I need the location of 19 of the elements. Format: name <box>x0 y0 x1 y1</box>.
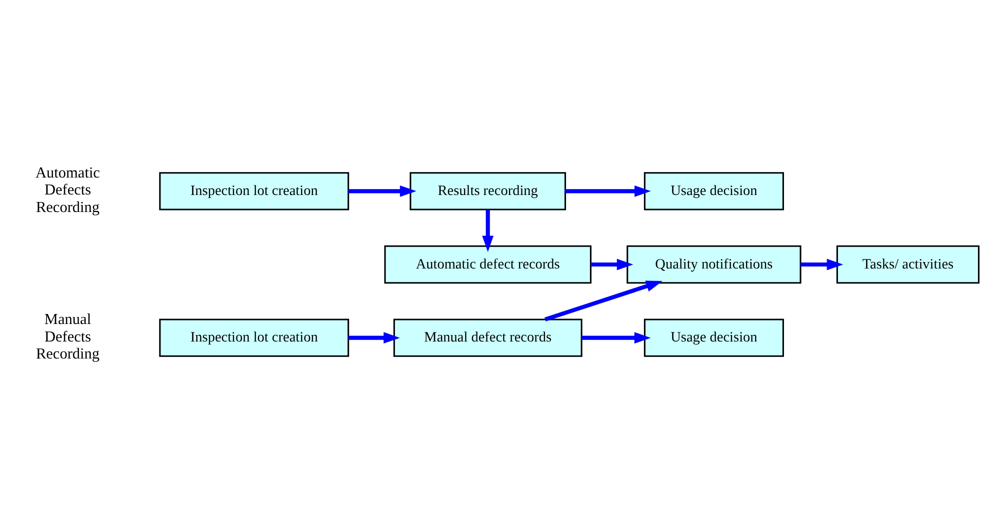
node-box: Results recording <box>410 172 566 210</box>
node-box: Tasks/ activities <box>836 245 980 284</box>
arrow <box>544 280 663 322</box>
arrow <box>800 258 844 270</box>
arrow <box>348 185 416 197</box>
arrow <box>565 185 651 197</box>
arrow <box>590 258 634 270</box>
node-box: Inspection lot creation <box>159 318 350 357</box>
node-box: Usage decision <box>644 172 784 210</box>
node-box: Usage decision <box>644 318 784 357</box>
arrow <box>482 210 494 252</box>
label: Automatic Defects Recording <box>36 164 100 216</box>
arrow <box>582 332 651 344</box>
node-box: Manual defect records <box>393 318 582 357</box>
node-box: Automatic defect records <box>384 245 592 284</box>
node-box: Quality notifications <box>626 245 802 284</box>
label: Manual Defects Recording <box>36 311 100 363</box>
node-box: Inspection lot creation <box>159 172 350 210</box>
arrow <box>348 332 400 344</box>
